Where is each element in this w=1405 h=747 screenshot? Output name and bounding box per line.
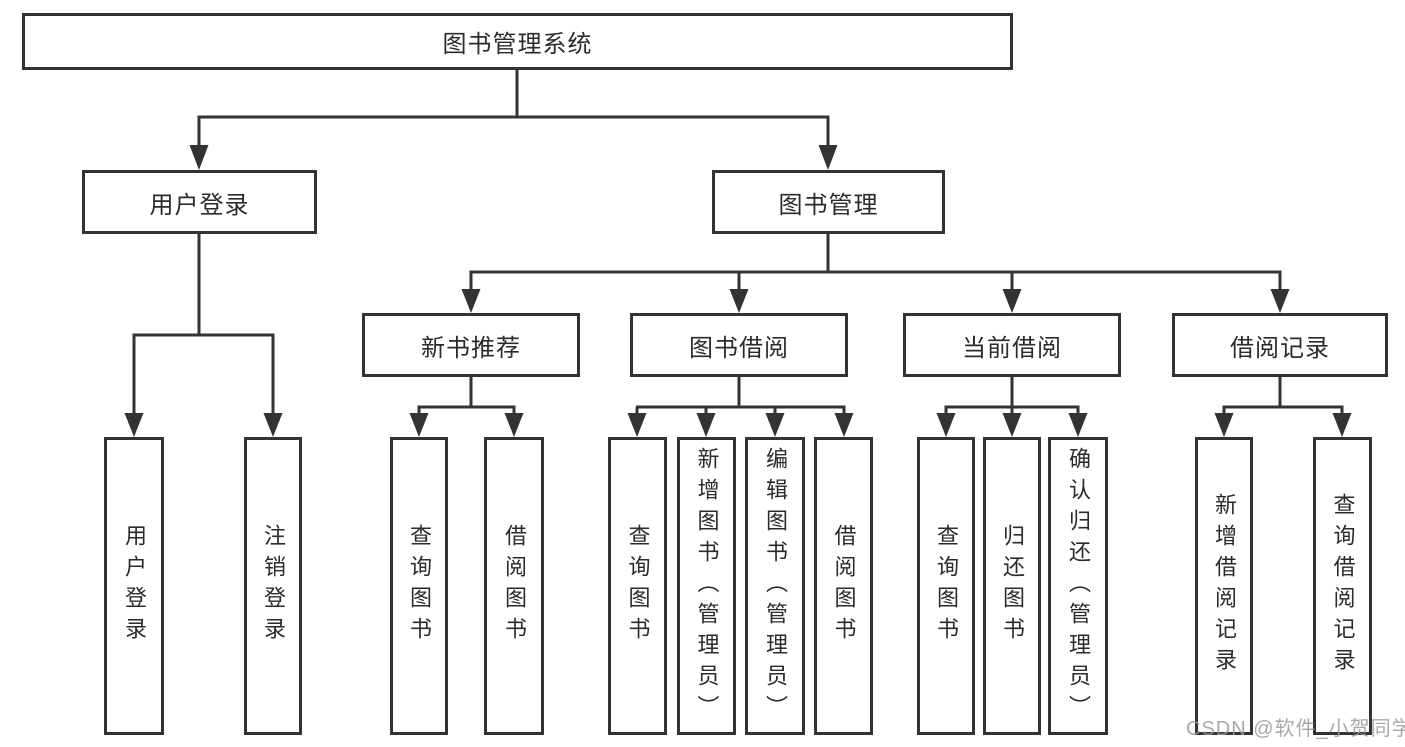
leaf-add-book-admin: 新增图书（管理员） — [677, 437, 736, 735]
leaf-add-borrow-record: 新增借阅记录 — [1195, 437, 1253, 735]
node-label: 图书借阅 — [689, 334, 789, 362]
leaf-label: 确认归还（管理员） — [1066, 446, 1091, 726]
leaf-query-book-recommend: 查询图书 — [390, 437, 448, 735]
leaf-label: 查询借阅记录 — [1330, 493, 1356, 679]
node-new-book-recommend: 新书推荐 — [362, 313, 580, 377]
leaf-label: 查询图书 — [407, 524, 432, 648]
node-label: 当前借阅 — [962, 334, 1062, 362]
leaf-query-book-current: 查询图书 — [917, 437, 975, 735]
leaf-query-book-borrow: 查询图书 — [608, 437, 667, 735]
leaf-label: 新增图书（管理员） — [694, 446, 720, 726]
leaf-return-book: 归还图书 — [983, 437, 1041, 735]
leaf-label: 注销登录 — [261, 524, 286, 648]
leaf-label: 新增借阅记录 — [1212, 493, 1237, 679]
leaf-label: 借阅图书 — [502, 524, 527, 648]
leaf-label: 借阅图书 — [831, 524, 857, 648]
leaf-user-login: 用户登录 — [104, 437, 164, 735]
node-label: 用户登录 — [149, 191, 250, 219]
connector-path — [132, 70, 1344, 414]
node-user-login: 用户登录 — [82, 170, 317, 234]
leaf-logout: 注销登录 — [244, 437, 302, 735]
csdn-watermark: CSDN @软件_小贺同学 — [1186, 718, 1405, 740]
leaf-confirm-return-admin: 确认归还（管理员） — [1048, 437, 1108, 735]
leaf-query-borrow-record: 查询借阅记录 — [1313, 437, 1372, 735]
node-label: 借阅记录 — [1230, 334, 1330, 362]
arrowhead-icons — [124, 145, 1352, 437]
leaf-label: 编辑图书（管理员） — [763, 446, 788, 726]
leaf-label: 归还图书 — [1000, 524, 1025, 648]
node-book-borrow: 图书借阅 — [630, 313, 848, 377]
leaf-label: 查询图书 — [934, 524, 959, 648]
leaf-label: 查询图书 — [625, 524, 651, 648]
node-label: 图书管理 — [778, 191, 879, 219]
node-label: 新书推荐 — [421, 334, 521, 362]
leaf-borrow-book: 借阅图书 — [814, 437, 873, 735]
node-borrow-record: 借阅记录 — [1172, 313, 1388, 377]
node-root-system: 图书管理系统 — [22, 13, 1013, 70]
node-book-management: 图书管理 — [712, 170, 945, 234]
leaf-edit-book-admin: 编辑图书（管理员） — [745, 437, 805, 735]
node-current-borrow: 当前借阅 — [903, 313, 1121, 377]
node-label: 图书管理系统 — [442, 31, 593, 58]
leaf-label: 用户登录 — [122, 524, 147, 648]
leaf-borrow-book-recommend: 借阅图书 — [484, 437, 544, 735]
